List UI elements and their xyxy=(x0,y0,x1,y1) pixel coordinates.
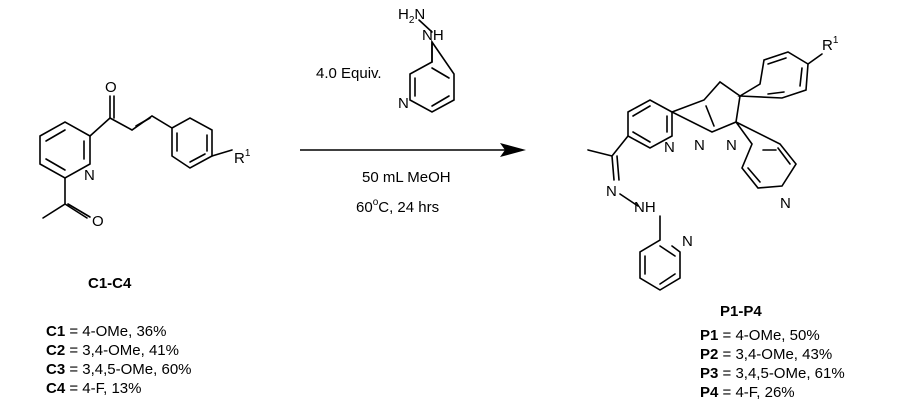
product-yield-list: P1 = 4-OMe, 50% P2 = 3,4-OMe, 43% P3 = 3… xyxy=(700,326,845,402)
reactant-yield-list: C1 = 4-OMe, 36% C2 = 3,4-OMe, 41% C3 = 3… xyxy=(46,322,192,398)
reactant-yield-entry: C1 = 4-OMe, 36% xyxy=(46,323,167,340)
product-structure xyxy=(587,51,823,291)
reactant-yield-entry: C4 = 4-F, 13% xyxy=(46,380,142,397)
reactant-carbonyl-oxygen: O xyxy=(105,79,117,96)
product-pyrazoline-n2: N xyxy=(694,137,705,154)
product-hydrazone-nitrogen: N xyxy=(606,183,617,200)
reactant-acetyl-oxygen: O xyxy=(92,213,104,230)
product-yield-entry: P1 = 4-OMe, 50% xyxy=(700,327,820,344)
reactant-structure xyxy=(39,95,233,219)
reaction-arrow xyxy=(300,143,526,157)
reagent-pyridine-nitrogen: N xyxy=(398,95,409,112)
conditions-temperature-time: 60oC, 24 hrs xyxy=(356,197,439,216)
product-yield-entry: P4 = 4-F, 26% xyxy=(700,384,795,401)
reagent-nh: NH xyxy=(422,27,444,44)
product-hydrazone-nh: NH xyxy=(634,199,656,216)
reactant-pyridine-nitrogen: N xyxy=(84,167,95,184)
product-yield-entry: P3 = 3,4,5-OMe, 61% xyxy=(700,365,845,382)
product-n-pyridyl-nitrogen: N xyxy=(780,195,791,212)
reagent-equivalents: 4.0 Equiv. xyxy=(316,65,382,82)
reagent-nh2: H2N xyxy=(398,6,425,26)
reactant-label: C1-C4 xyxy=(88,275,132,292)
product-r-substituent: R1 xyxy=(822,35,839,54)
reactant-yield-entry: C3 = 3,4,5-OMe, 60% xyxy=(46,361,192,378)
reactant-yield-entry: C2 = 3,4-OMe, 41% xyxy=(46,342,179,359)
conditions-solvent: 50 mL MeOH xyxy=(362,169,451,186)
product-pyrazoline-n1: N xyxy=(726,137,737,154)
product-yield-entry: P2 = 3,4-OMe, 43% xyxy=(700,346,833,363)
reactant-r-substituent: R1 xyxy=(234,148,251,167)
product-lower-pyridine-nitrogen: N xyxy=(682,233,693,250)
product-central-pyridine-nitrogen: N xyxy=(664,139,675,156)
product-label: P1-P4 xyxy=(720,303,762,320)
reagent-structure xyxy=(409,19,455,113)
